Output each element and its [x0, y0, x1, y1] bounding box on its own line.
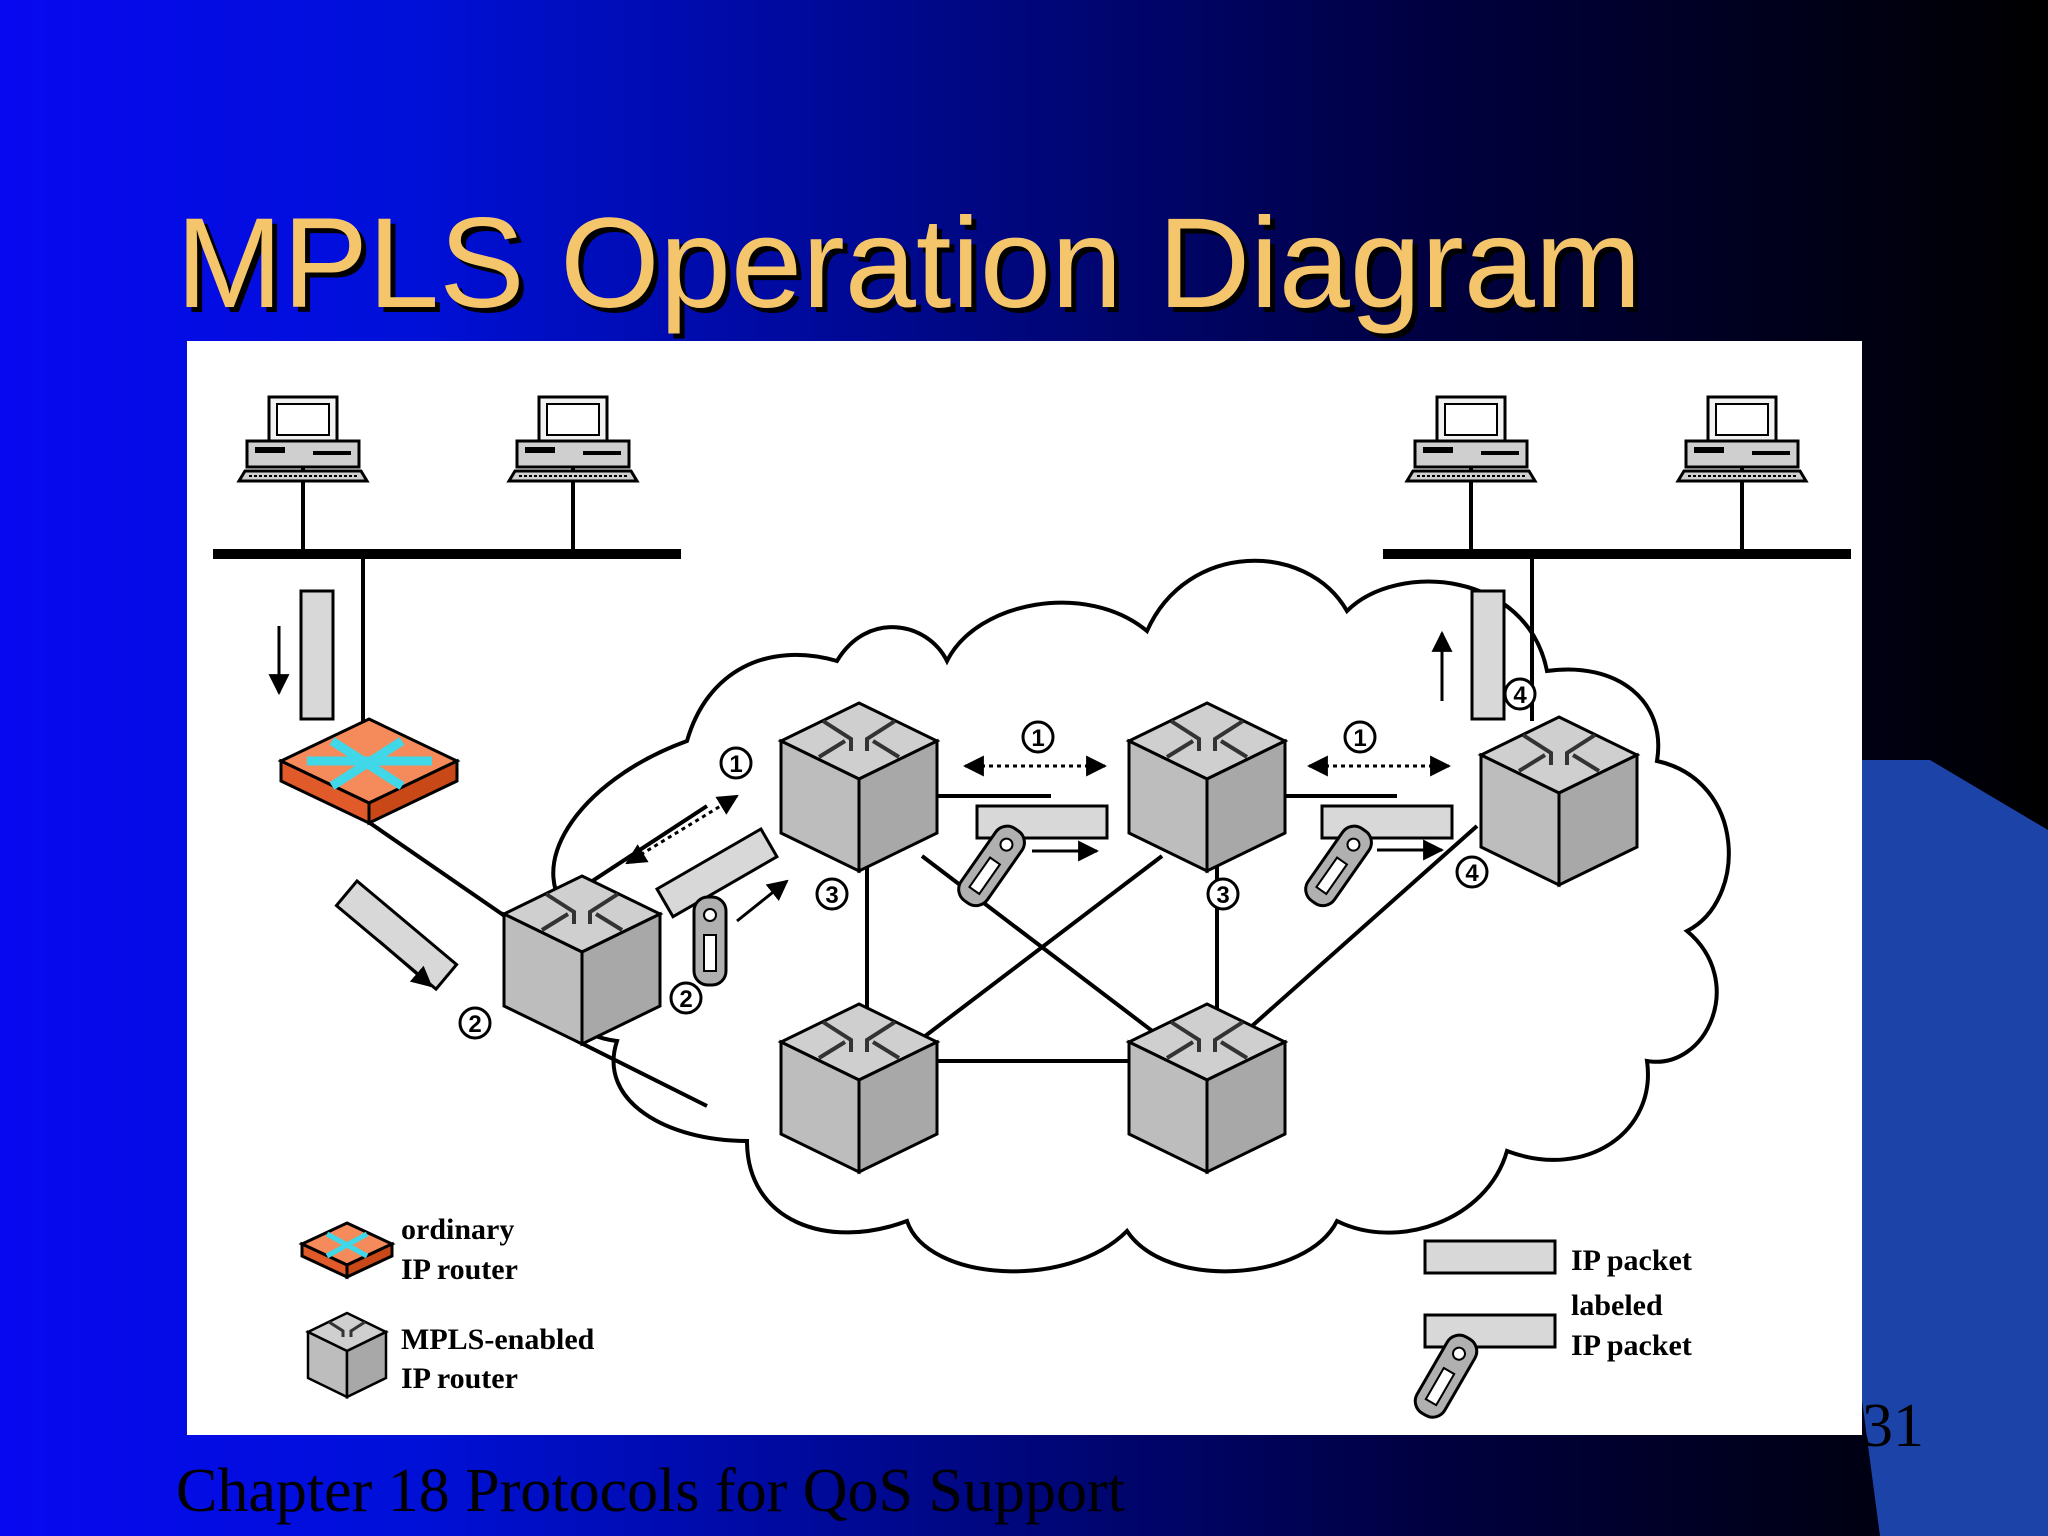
arrow-icon [625, 794, 739, 865]
ordinary-ip-router-icon [277, 717, 461, 826]
legend-label: IP packet [1571, 1329, 1692, 1362]
arrow-icon [378, 939, 433, 988]
svg-text:2: 2 [679, 986, 692, 1013]
computer-icon [507, 395, 639, 483]
footer-chapter-title: Chapter 18 Protocols for QoS Support [176, 1457, 1125, 1525]
label-tag-icon [692, 895, 728, 987]
svg-text:3: 3 [825, 882, 838, 909]
ip-packet-icon [1470, 589, 1506, 721]
mpls-router-icon [1479, 715, 1639, 887]
mpls-router-icon [779, 1002, 939, 1174]
legend-label: ordinary [401, 1213, 514, 1246]
legend-label: IP packet [1571, 1244, 1692, 1277]
step-marker: 3 [1206, 877, 1240, 911]
mpls-operation-figure: 1 1 1 2 2 3 3 4 [187, 341, 1862, 1435]
legend: ordinary IP router MPLS-enabled IP route… [298, 1213, 1692, 1424]
mpls-router-icon [502, 874, 662, 1046]
step-marker: 1 [719, 746, 753, 780]
svg-text:4: 4 [1465, 860, 1479, 887]
page-number: 31 [1862, 1392, 1924, 1460]
step-marker: 1 [1343, 720, 1377, 754]
computer-icon [237, 395, 369, 483]
slide-title: MPLS Operation Diagram [176, 192, 1642, 335]
ip-packet-icon [1423, 1313, 1557, 1349]
computer-icon [1405, 395, 1537, 483]
ip-packet-icon [975, 804, 1109, 840]
legend-label: IP router [401, 1362, 518, 1395]
label-tag-icon [1408, 1328, 1484, 1424]
ip-packet-icon [1423, 1239, 1557, 1275]
step-marker: 4 [1503, 677, 1537, 711]
svg-text:1: 1 [1031, 725, 1044, 752]
svg-text:2: 2 [468, 1011, 481, 1038]
ip-packet-icon [1320, 804, 1454, 840]
ordinary-ip-router-icon [298, 1221, 396, 1280]
step-marker: 2 [669, 981, 703, 1015]
legend-label: labeled [1571, 1289, 1663, 1322]
mpls-router-icon [779, 701, 939, 873]
svg-text:1: 1 [1353, 725, 1366, 752]
legend-label: IP router [401, 1253, 518, 1286]
mpls-router-icon [305, 1311, 389, 1399]
mpls-router-icon [1127, 701, 1287, 873]
legend-label: MPLS-enabled [401, 1323, 595, 1356]
step-marker: 1 [1021, 720, 1055, 754]
ip-packet-icon [334, 878, 459, 992]
svg-text:1: 1 [729, 751, 742, 778]
computer-icon [1676, 395, 1808, 483]
step-marker: 2 [458, 1006, 492, 1040]
svg-text:4: 4 [1513, 682, 1527, 709]
arrow-icon [736, 879, 789, 923]
svg-text:3: 3 [1216, 882, 1229, 909]
ip-packet-icon [299, 589, 335, 721]
step-marker: 3 [815, 877, 849, 911]
step-marker: 4 [1455, 855, 1489, 889]
mpls-router-icon [1127, 1002, 1287, 1174]
